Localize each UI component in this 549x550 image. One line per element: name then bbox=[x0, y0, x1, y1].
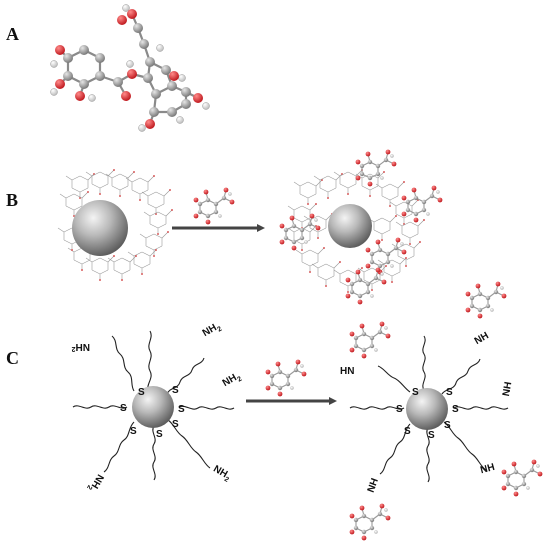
svg-text:S: S bbox=[404, 426, 411, 437]
reagent-molecule-icon bbox=[265, 359, 307, 397]
svg-text:S: S bbox=[412, 387, 419, 398]
nanoparticle-sphere-icon bbox=[132, 386, 174, 428]
svg-text:S: S bbox=[138, 387, 145, 398]
svg-text:NH2: NH2 bbox=[201, 320, 223, 340]
svg-text:S: S bbox=[396, 404, 403, 415]
panel-a-label: A bbox=[6, 24, 19, 44]
panel-b-label: B bbox=[6, 190, 18, 210]
molecule-model bbox=[49, 3, 211, 133]
svg-text:S: S bbox=[130, 426, 137, 437]
svg-text:S: S bbox=[178, 404, 185, 415]
ligand-chains-left bbox=[72, 330, 235, 481]
svg-text:HN: HN bbox=[340, 366, 354, 377]
svg-text:NH2: NH2 bbox=[72, 341, 90, 352]
svg-text:S: S bbox=[446, 387, 453, 398]
svg-text:S: S bbox=[428, 430, 435, 441]
sulfur-labels-right: S S S S S S S bbox=[396, 387, 459, 441]
svg-text:S: S bbox=[156, 429, 163, 440]
nanoparticle-sphere-icon bbox=[328, 204, 372, 248]
svg-text:S: S bbox=[452, 404, 459, 415]
svg-text:S: S bbox=[120, 403, 127, 414]
svg-text:NH: NH bbox=[479, 462, 496, 476]
svg-text:HN: HN bbox=[364, 476, 379, 493]
svg-text:S: S bbox=[172, 419, 179, 430]
svg-text:S: S bbox=[444, 420, 451, 431]
imine-labels-right: NH NH NH HN HN bbox=[340, 330, 514, 493]
panel-c-label: C bbox=[6, 348, 19, 368]
svg-text:NH2: NH2 bbox=[85, 471, 105, 493]
nanoparticle-sphere-icon bbox=[72, 200, 128, 256]
nanoparticle-sphere-icon bbox=[406, 388, 448, 430]
svg-text:S: S bbox=[172, 385, 179, 396]
svg-text:NH2: NH2 bbox=[210, 464, 232, 484]
svg-text:NH: NH bbox=[473, 330, 491, 347]
svg-text:NH2: NH2 bbox=[221, 370, 243, 390]
ligand-chains-right bbox=[349, 335, 509, 483]
reagent-molecule-icon bbox=[193, 187, 235, 225]
sulfur-labels-left: S S S S S S S bbox=[120, 385, 185, 440]
svg-text:NH: NH bbox=[501, 381, 514, 397]
